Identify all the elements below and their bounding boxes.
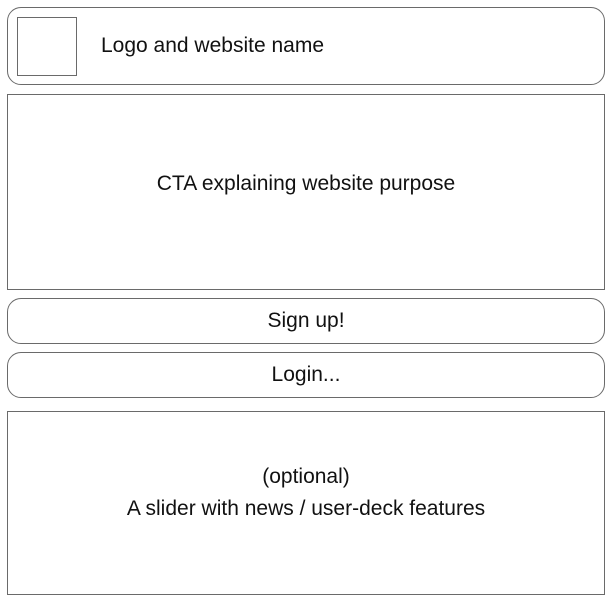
- slider-optional-label: (optional): [262, 465, 350, 488]
- slider-text: (optional) A slider with news / user-dec…: [8, 461, 604, 525]
- signup-button[interactable]: Sign up!: [7, 298, 605, 344]
- login-button[interactable]: Login...: [7, 352, 605, 398]
- cta-panel: CTA explaining website purpose: [7, 94, 605, 290]
- cta-text: CTA explaining website purpose: [156, 172, 456, 195]
- website-name[interactable]: Logo and website name: [101, 34, 324, 57]
- site-header: Logo and website name: [7, 7, 605, 85]
- news-slider[interactable]: (optional) A slider with news / user-dec…: [7, 411, 605, 595]
- logo-placeholder-icon[interactable]: [17, 17, 77, 76]
- slider-description: A slider with news / user-deck features: [126, 497, 486, 520]
